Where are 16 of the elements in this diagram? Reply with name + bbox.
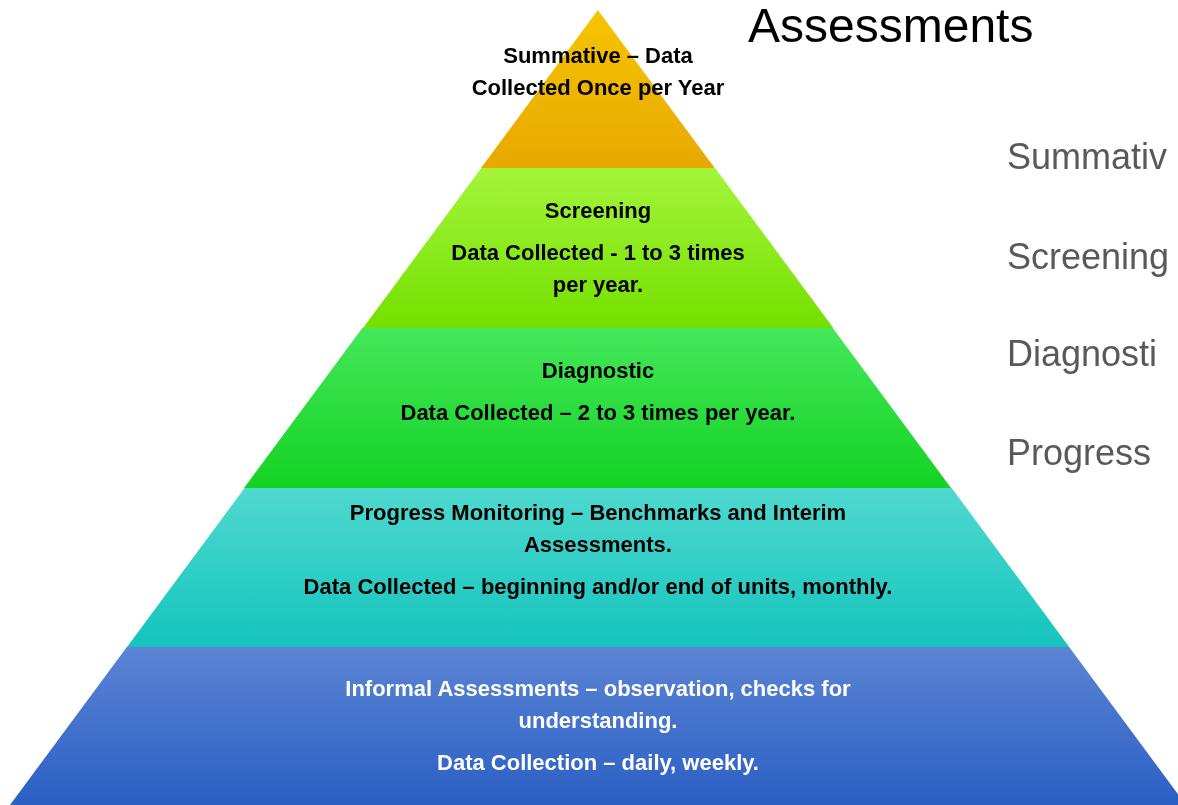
tier-description: Data Collection – daily, weekly. — [436, 749, 760, 777]
tier-heading: Screening — [543, 197, 653, 225]
tier-description: Data Collected – 2 to 3 times per year. — [399, 399, 797, 427]
tier-description: Data Collected – beginning and/or end of units, monthly. — [302, 573, 894, 601]
pyramid-tier — [126, 488, 1070, 647]
pyramid-tier — [244, 328, 952, 488]
tier-heading: Diagnostic — [540, 357, 656, 385]
tier-description: Data Collected - 1 to 3 times per year. — [450, 239, 746, 299]
pyramid-tier — [10, 647, 1178, 805]
tier-heading: Informal Assessments – observation, checks for understanding. — [344, 675, 852, 735]
tier-heading: Progress Monitoring – Benchmarks and Interim Assessments. — [348, 499, 848, 559]
side-list-item: Summativ — [1007, 136, 1168, 178]
side-list-item: Progress — [1007, 432, 1152, 474]
diagram-title: Assessments — [748, 0, 1034, 53]
side-list-item: Diagnosti — [1007, 333, 1158, 375]
side-list-item: Screening — [1007, 236, 1170, 278]
